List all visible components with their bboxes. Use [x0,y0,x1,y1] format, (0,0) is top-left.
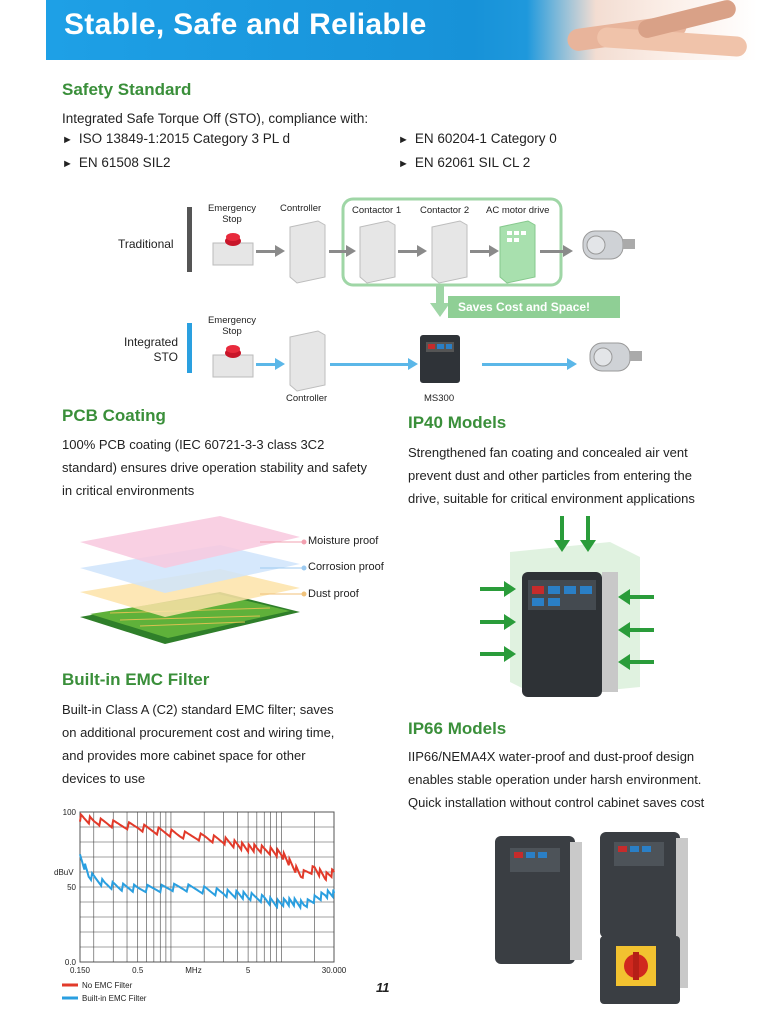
ip40-heading: IP40 Models [408,413,507,432]
y-axis-label: dBuV [54,868,74,877]
series-line-2 [79,854,335,911]
x-tick-label: MHz [185,966,201,975]
header-banner: Stable, Safe and Reliable [46,0,757,60]
ip66-heading: IP66 Models [408,719,507,738]
safety-intro: Integrated Safe Torque Off (STO), compli… [62,111,369,126]
x-tick-label: 0.150 [70,966,91,975]
x-tick-label: 30.000 [322,966,347,975]
ms300-label: MS300 [424,393,455,404]
controller-label-traditional: Controller [280,203,322,214]
y-tick-label: 0.0 [65,958,77,967]
hands-photo [527,0,757,60]
series-line-1 [79,812,335,883]
emc-text: Built-in Class A (C2) standard EMC filte… [62,702,335,786]
pcb-layers-illustration: Moisture proof Corrosion proof Dust proo… [70,512,410,647]
moisture-proof-label: Moisture proof [308,535,379,547]
pcb-text: 100% PCB coating (IEC 60721-3-3 class 3C… [62,437,367,498]
legend-label-2: Built-in EMC Filter [82,994,147,1003]
ac-drive-label: AC motor drive [486,205,550,216]
diagram-graphics [187,197,642,392]
emc-chart-svg: 100 50 0.0 dBuV 0.150 0.5 MHz 5 30.000 No EMC Fil… [54,808,347,1003]
ip66-text: IIP66/NEMA4X water-proof and dust-proof … [408,749,705,810]
banner-title: Stable, Safe and Reliable [64,8,427,41]
ip40-drive-illustration [470,512,670,702]
saves-cost-banner: Saves Cost and Space! [458,300,591,314]
emc-heading: Built-in EMC Filter [62,670,210,689]
contactor1-label: Contactor 1 [352,205,402,216]
bullet-en61508: ►EN 61508 SIL2 [62,155,171,170]
ip40-text: Strengthened fan coating and concealed a… [408,445,695,506]
controller-label-integrated: Controller [286,393,328,404]
ip66-drives-illustration [490,828,710,1008]
safety-heading: Safety Standard [62,80,192,99]
pcb-heading: PCB Coating [62,406,166,425]
corrosion-proof-label: Corrosion proof [308,561,384,573]
legend-label-1: No EMC Filter [82,981,133,990]
x-tick-label: 5 [246,966,251,975]
contactor2-label: Contactor 2 [420,205,470,216]
y-tick-label: 50 [67,883,76,892]
bullet-en60204: ►EN 60204-1 Category 0 [398,131,557,146]
dust-proof-label: Dust proof [308,588,359,600]
bullet-en62061: ►EN 62061 SIL CL 2 [398,155,531,170]
traditional-label: Traditional [118,237,174,251]
x-tick-label: 0.5 [132,966,144,975]
page-number: 11 [376,980,390,995]
bullet-iso: ►ISO 13849-1:2015 Category 3 PL d [62,131,291,146]
y-tick-label: 100 [63,808,77,817]
emc-chart: 100 50 0.0 dBuV 0.150 0.5 MHz 5 30.000 No EMC Fil… [48,800,358,1015]
